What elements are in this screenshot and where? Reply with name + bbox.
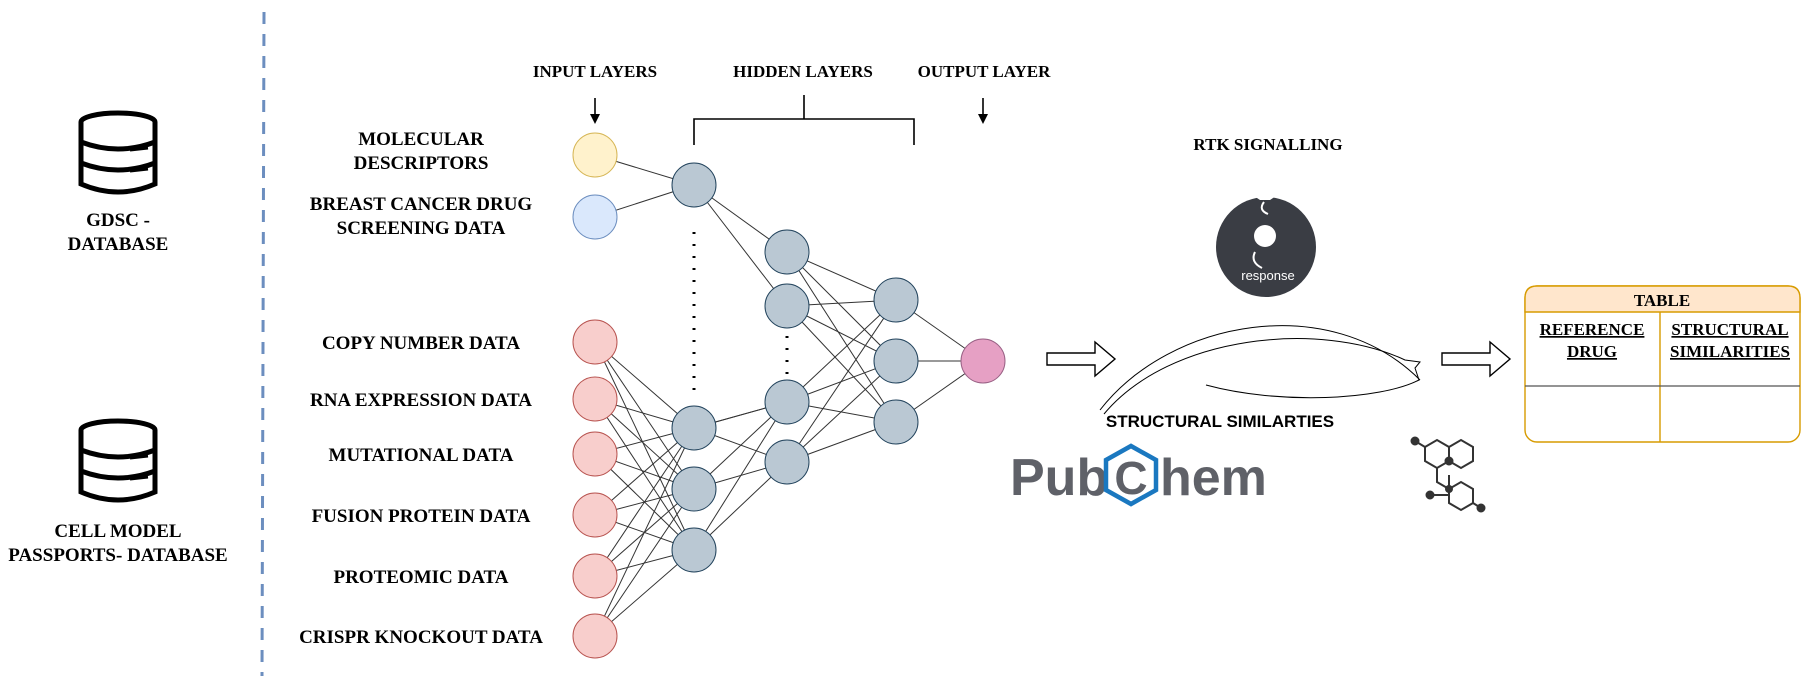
connection-line [786,299,897,403]
pubchem-logo: Pub C hem [1010,443,1267,507]
gdsc-label-line1: GDSC - [86,210,150,231]
network-nodes [572,132,1006,659]
cell-model-label-line1: CELL MODEL [54,521,181,542]
hidden-node [764,439,810,485]
curved-arrow [1099,325,1421,415]
hidden-node [764,379,810,425]
table-title: TABLE [1634,291,1690,310]
hidden-node [764,283,810,329]
connection-line [594,427,695,577]
rtk-signalling-title: RTK SIGNALLING [1193,135,1342,154]
input-label: MOLECULAR [358,129,484,150]
database-icon [78,110,158,195]
signalling-response-icon: response [1216,179,1316,297]
input-label: MUTATIONAL DATA [329,445,514,466]
input-node [572,194,618,240]
input-node [572,319,618,365]
input-node [572,431,618,477]
hidden-layers-bracket [693,95,915,145]
results-table: TABLE REFERENCE DRUG STRUCTURAL SIMILARI… [1524,285,1801,443]
block-arrow-icon [1046,340,1117,378]
hidden-node [671,405,717,451]
connection-line [693,401,788,551]
connection-line [594,341,695,551]
connection-line [693,184,788,307]
input-label: DESCRIPTORS [354,153,489,174]
input-layers-heading: INPUT LAYERS [533,62,657,81]
input-label: BREAST CANCER DRUG [310,194,533,215]
output-layer-heading: OUTPUT LAYER [918,62,1051,81]
gdsc-label-line2: DATABASE [68,234,169,255]
pubchem-logo-text-hem: hem [1160,449,1267,507]
input-label: PROTEOMIC DATA [333,567,508,588]
hidden-node [873,277,919,323]
input-node [572,492,618,538]
response-icon-text: response [1241,268,1294,283]
output-node [960,338,1006,384]
input-node [572,132,618,178]
connection-line [594,427,695,637]
input-label: CRISPR KNOCKOUT DATA [299,627,543,648]
connection-line [786,251,897,423]
molecule-icon [1410,436,1486,513]
input-node [572,613,618,659]
input-label: COPY NUMBER DATA [322,333,520,354]
table-col2-header-line2: SIMILARITIES [1670,342,1790,361]
connection-line [786,299,897,463]
block-arrow-icon [1441,340,1512,378]
dashed-divider [260,11,266,676]
pubchem-logo-text-c: C [1114,452,1147,504]
table-col1-header-line2: DRUG [1567,342,1617,361]
cell-model-label-line2: PASSPORTS- DATABASE [8,545,227,566]
connection-line [594,488,695,637]
connection-line [786,305,897,423]
hidden-layers-heading: HIDDEN LAYERS [733,62,873,81]
arrow-down-icon [978,98,988,124]
structural-similarities-label: STRUCTURAL SIMILARTIES [1106,412,1334,431]
hidden-node [671,162,717,208]
table-col1-header-line1: REFERENCE [1540,320,1645,339]
connection-line [594,341,695,490]
input-node [572,376,618,422]
hidden-node [671,466,717,512]
input-node [572,553,618,599]
hidden-node [873,338,919,384]
arrow-down-icon [590,98,600,124]
table-col2-header-line1: STRUCTURAL [1671,320,1788,339]
input-labels: MOLECULAR DESCRIPTORS BREAST CANCER DRUG SC… [299,129,543,648]
database-icon [78,418,158,503]
hidden-node [671,527,717,573]
connection-line [594,398,695,551]
pubchem-logo-text-pub: Pub [1010,449,1108,507]
hidden-node [764,229,810,275]
input-label: FUSION PROTEIN DATA [312,506,531,527]
hidden-node [873,399,919,445]
connection-line [786,360,897,463]
input-label: SCREENING DATA [337,218,506,239]
connection-line [786,251,897,362]
input-label: RNA EXPRESSION DATA [310,390,532,411]
